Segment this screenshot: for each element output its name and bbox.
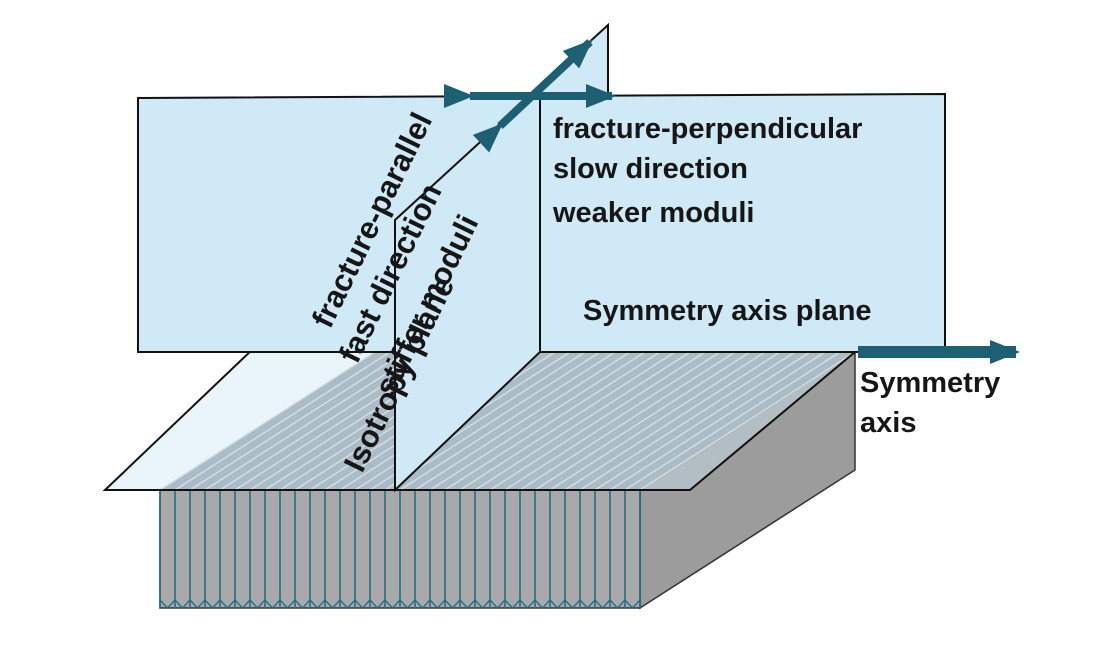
fracture-plane-top-edge: [504, 351, 721, 491]
fracture-plane-top-edge: [459, 351, 676, 491]
fracture-tooth: [159, 599, 176, 610]
fracture-tooth: [624, 599, 641, 610]
fracture-plane-top-edge: [609, 351, 826, 491]
fracture-tooth: [249, 599, 266, 610]
fracture-tooth: [594, 599, 611, 610]
fracture-tooth: [549, 599, 566, 610]
fracture-plane-top-edge: [204, 351, 421, 491]
fracture-tooth: [234, 599, 251, 610]
fracture-tooth: [354, 599, 371, 610]
fracture-tooth: [414, 599, 431, 610]
fracture-tooth: [339, 599, 356, 610]
fracture-plane-top-edge: [624, 351, 841, 491]
fracture-plane-top-edge: [444, 351, 661, 491]
fracture-tooth: [504, 599, 521, 610]
fracture-tooth: [489, 599, 506, 610]
fracture-tooth: [564, 599, 581, 610]
fracture-perpendicular-label: fracture-perpendicular: [553, 113, 862, 145]
fracture-tooth: [534, 599, 551, 610]
fracture-plane-top-edge: [534, 351, 751, 491]
direction-arrows: [444, 39, 1020, 364]
fracture-plane-top-edge: [519, 351, 736, 491]
fracture-planes: [159, 490, 641, 610]
fracture-tooth: [519, 599, 536, 610]
fracture-plane-top-edge: [174, 351, 391, 491]
fracture-tooth: [444, 599, 461, 610]
fracture-plane-top-edge: [579, 351, 796, 491]
symmetry-axis-label-line2: axis: [860, 407, 916, 439]
fracture-plane-top-edge: [474, 351, 691, 491]
fracture-tooth: [264, 599, 281, 610]
fracture-plane-top-edge: [549, 351, 766, 491]
fracture-plane-top-edge: [639, 351, 856, 491]
fracture-tooth: [309, 599, 326, 610]
fracture-tooth: [369, 599, 386, 610]
fracture-plane-top-edge: [159, 351, 376, 491]
fracture-tooth: [474, 599, 491, 610]
fracture-plane-top-edge: [489, 351, 706, 491]
fracture-plane-top-edge: [414, 351, 631, 491]
symmetry-axis-label-line1: Symmetry: [860, 367, 1000, 399]
symmetry-axis-plane-label: Symmetry axis plane: [583, 295, 872, 327]
fracture-tooth: [384, 599, 401, 610]
fracture-tooth: [279, 599, 296, 610]
fracture-tooth: [579, 599, 596, 610]
fracture-plane-top-edge: [399, 351, 616, 491]
fracture-plane-top-edge: [564, 351, 781, 491]
fracture-tooth: [174, 599, 191, 610]
fracture-tooth: [429, 599, 446, 610]
fracture-parallel-arrow: [472, 39, 593, 153]
fracture-plane-top-edge: [429, 351, 646, 491]
fracture-tooth: [189, 599, 206, 610]
fracture-tooth: [204, 599, 221, 610]
fracture-plane-top-edge: [594, 351, 811, 491]
fracture-plane-top-edge: [384, 351, 601, 491]
fracture-tooth: [219, 599, 236, 610]
fracture-tooth: [324, 599, 341, 610]
slow-direction-label: slow direction: [553, 153, 748, 185]
fracture-tooth: [294, 599, 311, 610]
fracture-tooth: [609, 599, 626, 610]
fracture-tooth: [459, 599, 476, 610]
weaker-moduli-label: weaker moduli: [552, 197, 754, 229]
fracture-plane-top-edge: [189, 351, 406, 491]
fracture-tooth: [399, 599, 416, 610]
